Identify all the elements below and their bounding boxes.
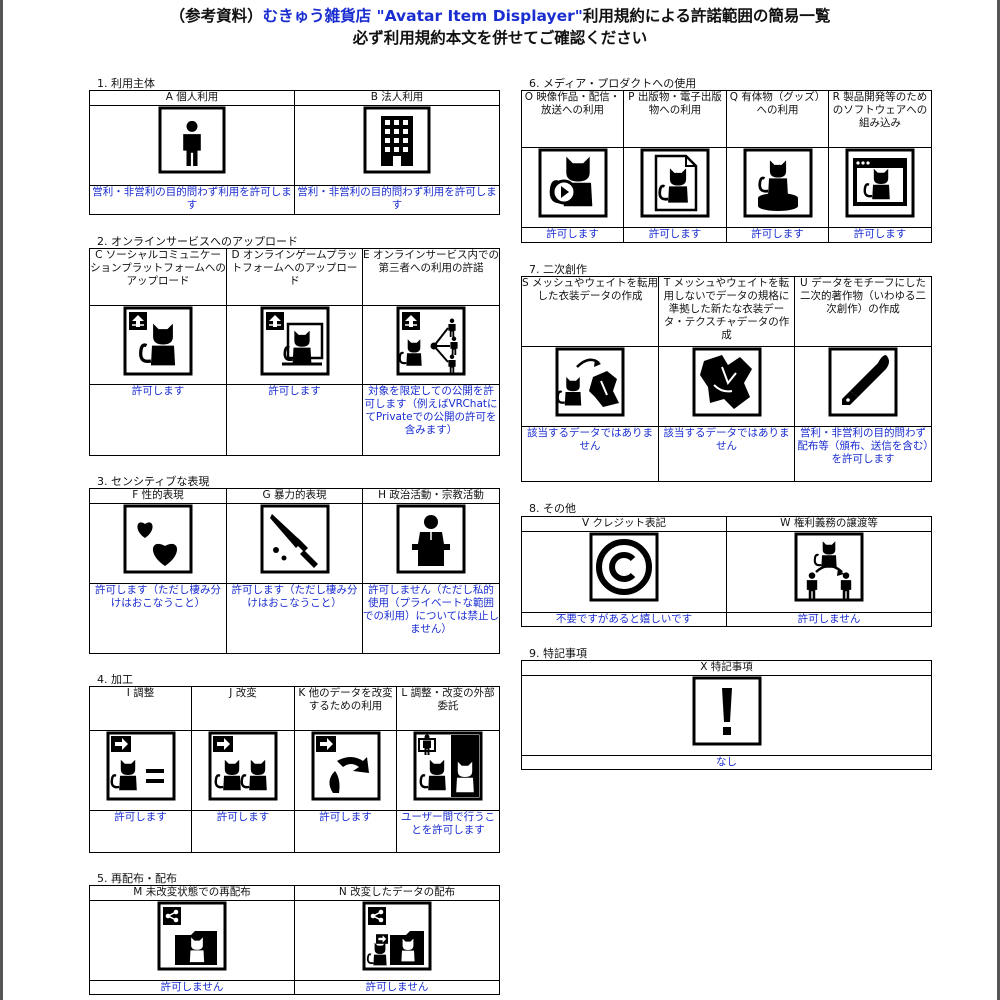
answer-n: 許可しません [294, 980, 500, 995]
transfer-icon [794, 532, 864, 602]
header-r: R 製品開発等のためのソフトウェアへの組み込み [828, 90, 932, 148]
answer-v: 不要ですがあると嬉しいです [521, 612, 727, 627]
header-a: A 個人利用 [89, 90, 295, 106]
header-i: I 調整 [89, 686, 192, 731]
header-d: D オンラインゲームプラットフォームへのアップロード [226, 248, 363, 306]
publication-icon [640, 148, 710, 218]
person-icon [158, 106, 226, 174]
title-prefix: （参考資料） [169, 7, 263, 25]
header-b: B 法人利用 [294, 90, 500, 106]
pen-icon [828, 347, 898, 417]
header-n: N 改変したデータの配布 [294, 885, 500, 901]
title-shop-name: むきゅう雑貨店 "Avatar Item Displayer" [262, 7, 583, 25]
right-border [997, 0, 1000, 1000]
answer-w: 許可しません [726, 612, 932, 627]
section-7-label: 7. 二次創作 [529, 263, 587, 276]
podium-icon [396, 504, 466, 574]
section-9-label: 9. 特記事項 [529, 647, 587, 660]
outsource-icon [413, 731, 483, 801]
answer-j: 許可します [191, 810, 295, 853]
section-8-label: 8. その他 [529, 502, 576, 515]
header-m: M 未改変状態での再配布 [89, 885, 295, 901]
answer-i: 許可します [89, 810, 192, 853]
upload-monitor-icon [260, 306, 329, 376]
section-5-table: M 未改変状態での再配布 N 改変したデータの配布 許可しません 許可しません [89, 885, 500, 995]
answer-x: なし [521, 755, 932, 770]
cloth-icon [692, 347, 761, 417]
answer-c: 許可します [89, 384, 227, 456]
software-icon [845, 148, 915, 218]
header-k: K 他のデータを改変するための利用 [294, 686, 397, 731]
goods-icon [743, 148, 812, 218]
header-v: V クレジット表記 [521, 516, 727, 532]
answer-e: 対象を限定しての公開を許可します（例えばVRChatにてPrivateでの公開の… [362, 384, 500, 456]
answer-d: 許可します [226, 384, 363, 456]
title-suffix: 利用規約による許諾範囲の簡易一覧 [582, 7, 831, 25]
header-p: P 出版物・電子出版物への利用 [623, 90, 727, 148]
section-8-table: V クレジット表記 W 権利義務の譲渡等 不要ですがあると嬉しいです 許可しませ… [521, 516, 932, 627]
other-data-icon [311, 731, 380, 801]
answer-r: 許可します [828, 227, 932, 243]
section-7-table: S メッシュやウェイトを転用した衣装データの作成 T メッシュやウェイトを転用し… [521, 276, 932, 482]
answer-u: 営利・非営利の目的問わず配布等（頒布、送信を含む）を許可します [794, 426, 932, 482]
answer-t: 該当するデータではありません [658, 426, 795, 482]
answer-l: ユーザー間で行うことを許可します [396, 810, 500, 853]
copyright-icon [589, 532, 659, 602]
left-border [0, 0, 3, 1000]
header-q: Q 有体物（グッズ）への利用 [726, 90, 829, 148]
share-folder-icon [157, 901, 227, 971]
answer-a: 営利・非営利の目的問わず利用を許可します [89, 185, 295, 215]
answer-b: 営利・非営利の目的問わず利用を許可します [294, 185, 500, 215]
hearts-icon [123, 504, 193, 574]
header-j: J 改変 [191, 686, 295, 731]
section-4-label: 4. 加工 [97, 673, 133, 686]
header-l: L 調整・改変の外部委託 [396, 686, 500, 731]
section-9-table: X 特記事項 なし [521, 660, 932, 770]
header-u: U データをモチーフにした二次的著作物（いわゆる二次創作）の作成 [794, 276, 932, 347]
section-3-label: 3. センシティブな表現 [97, 475, 210, 488]
header-g: G 暴力的表現 [226, 488, 363, 504]
answer-g: 許可します（ただし棲み分けはおこなうこと） [226, 583, 363, 654]
header-w: W 権利義務の譲渡等 [726, 516, 932, 532]
answer-s: 該当するデータではありません [521, 426, 659, 482]
answer-f: 許可します（ただし棲み分けはおこなうこと） [89, 583, 227, 654]
header-x: X 特記事項 [521, 660, 932, 676]
answer-h: 許可しません（ただし私的使用（プライベートな範囲での利用）については禁止しません… [362, 583, 500, 654]
header-e: E オンラインサービス内での第三者への利用の許諾 [362, 248, 500, 306]
section-2-label: 2. オンラインサービスへのアップロード [97, 235, 298, 248]
section-2-table: C ソーシャルコミュニケーションプラットフォームへのアップロード D オンライン… [89, 248, 500, 456]
adjust-icon [106, 731, 175, 801]
share-modified-icon [362, 901, 432, 971]
answer-p: 許可します [623, 227, 727, 243]
section-4-table: I 調整 J 改変 K 他のデータを改変するための利用 L 調整・改変の外部委託 [89, 686, 500, 853]
exclamation-icon [692, 676, 761, 746]
answer-m: 許可しません [89, 980, 295, 995]
header-t: T メッシュやウェイトを転用しないでデータの規格に準拠した新たな衣装データ・テク… [658, 276, 795, 347]
header-c: C ソーシャルコミュニケーションプラットフォームへのアップロード [89, 248, 227, 306]
building-icon [363, 106, 431, 174]
section-3-table: F 性的表現 G 暴力的表現 H 政治活動・宗教活動 許可します（ただし棲み分け… [89, 488, 500, 654]
header-s: S メッシュやウェイトを転用した衣装データの作成 [521, 276, 659, 347]
section-5-label: 5. 再配布・配布 [97, 872, 177, 885]
section-1-table: A 個人利用 B 法人利用 営利・非営利の目的問わず利用を許可します 営利・非営… [89, 90, 500, 215]
page-subtitle: 必ず利用規約本文を併せてご確認ください [352, 29, 648, 47]
upload-share-icon [396, 306, 466, 376]
answer-k: 許可します [294, 810, 397, 853]
answer-q: 許可します [726, 227, 829, 243]
answer-o: 許可します [521, 227, 624, 243]
section-6-label: 6. メディア・プロダクトへの使用 [529, 77, 697, 90]
header-o: O 映像作品・配信・放送への利用 [521, 90, 624, 148]
section-6-table: O 映像作品・配信・放送への利用 P 出版物・電子出版物への利用 Q 有体物（グ… [521, 90, 932, 243]
header-f: F 性的表現 [89, 488, 227, 504]
cloth-convert-icon [555, 347, 625, 417]
video-icon [538, 148, 607, 218]
page-title: （参考資料）むきゅう雑貨店 "Avatar Item Displayer"利用規… [0, 4, 1000, 26]
section-1-label: 1. 利用主体 [97, 77, 155, 90]
knife-icon [260, 504, 329, 574]
header-h: H 政治活動・宗教活動 [362, 488, 500, 504]
modify-icon [208, 731, 278, 801]
upload-cat-icon [123, 306, 193, 376]
